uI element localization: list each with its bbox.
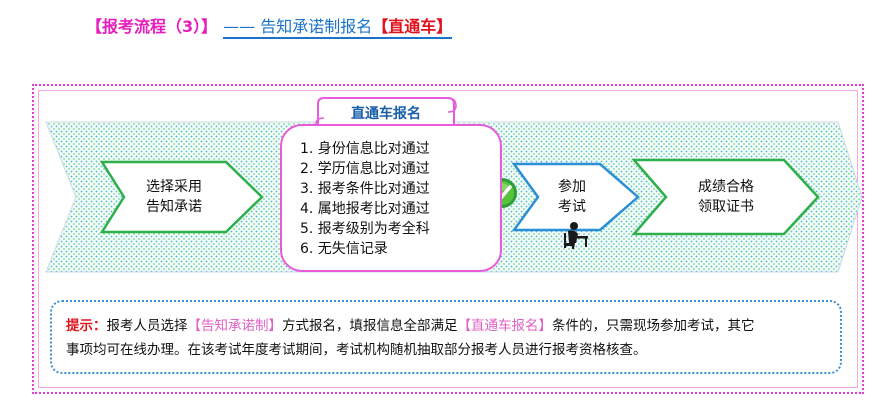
checklist: 1. 身份信息比对通过 2. 学历信息比对通过 3. 报考条件比对通过 4. 属…: [300, 139, 430, 259]
checklist-item: 1. 身份信息比对通过: [300, 141, 430, 157]
step4-text: 成绩合格 领取证书: [676, 177, 776, 217]
step3-text: 参加 考试: [544, 177, 600, 217]
step1-line2: 告知承诺: [146, 199, 202, 215]
checklist-item: 2. 学历信息比对通过: [300, 161, 430, 177]
header-link-highlight: 【直通车】: [372, 17, 453, 36]
tip-line1: 提示：报考人员选择【告知承诺制】方式报名，填报信息全部满足【直通车报名】条件的，…: [66, 314, 824, 338]
tip-highlight-2: 【直通车报名】: [457, 318, 553, 334]
header-tag: 【报考流程（3）】: [86, 17, 218, 36]
tip-text-2: 方式报名，填报信息全部满足: [282, 318, 458, 334]
checklist-item: 6. 无失信记录: [300, 241, 388, 257]
person-writing-icon: [564, 222, 588, 249]
step4-line2: 领取证书: [698, 199, 754, 215]
step4-chevron: [631, 158, 820, 236]
checklist-box: [280, 124, 502, 272]
step1-text: 选择采用 告知承诺: [130, 177, 218, 217]
step3-line1: 参加: [558, 179, 586, 195]
outer-frame: [32, 84, 864, 394]
tip-box: 提示：报考人员选择【告知承诺制】方式报名，填报信息全部满足【直通车报名】条件的，…: [50, 300, 842, 374]
tip-highlight-1: 【告知承诺制】: [187, 318, 283, 334]
header-link[interactable]: —— 告知承诺制报名【直通车】: [223, 17, 453, 39]
tip-head: 提示：: [66, 318, 107, 334]
step1-line1: 选择采用: [146, 179, 202, 195]
step1-chevron: [99, 160, 264, 234]
step3-chevron: [511, 162, 640, 232]
checklist-item: 5. 报考级别为考全科: [300, 221, 430, 237]
checklist-item: 3. 报考条件比对通过: [300, 181, 430, 197]
header-link-text: —— 告知承诺制报名: [223, 17, 373, 36]
page-header: 【报考流程（3）】 —— 告知承诺制报名【直通车】: [86, 16, 453, 39]
tip-line2: 事项均可在线办理。在该考试年度考试期间，考试机构随机抽取部分报考人员进行报考资格…: [66, 342, 647, 358]
inner-frame: [38, 90, 858, 388]
checklist-item: 4. 属地报考比对通过: [300, 201, 430, 217]
tip-text-3: 条件的，只需现场参加考试，其它: [552, 318, 755, 334]
step4-line1: 成绩合格: [698, 179, 754, 195]
banner-title: 直通车报名: [351, 106, 421, 122]
step3-line2: 考试: [558, 199, 586, 215]
tip-text-1: 报考人员选择: [106, 318, 188, 334]
